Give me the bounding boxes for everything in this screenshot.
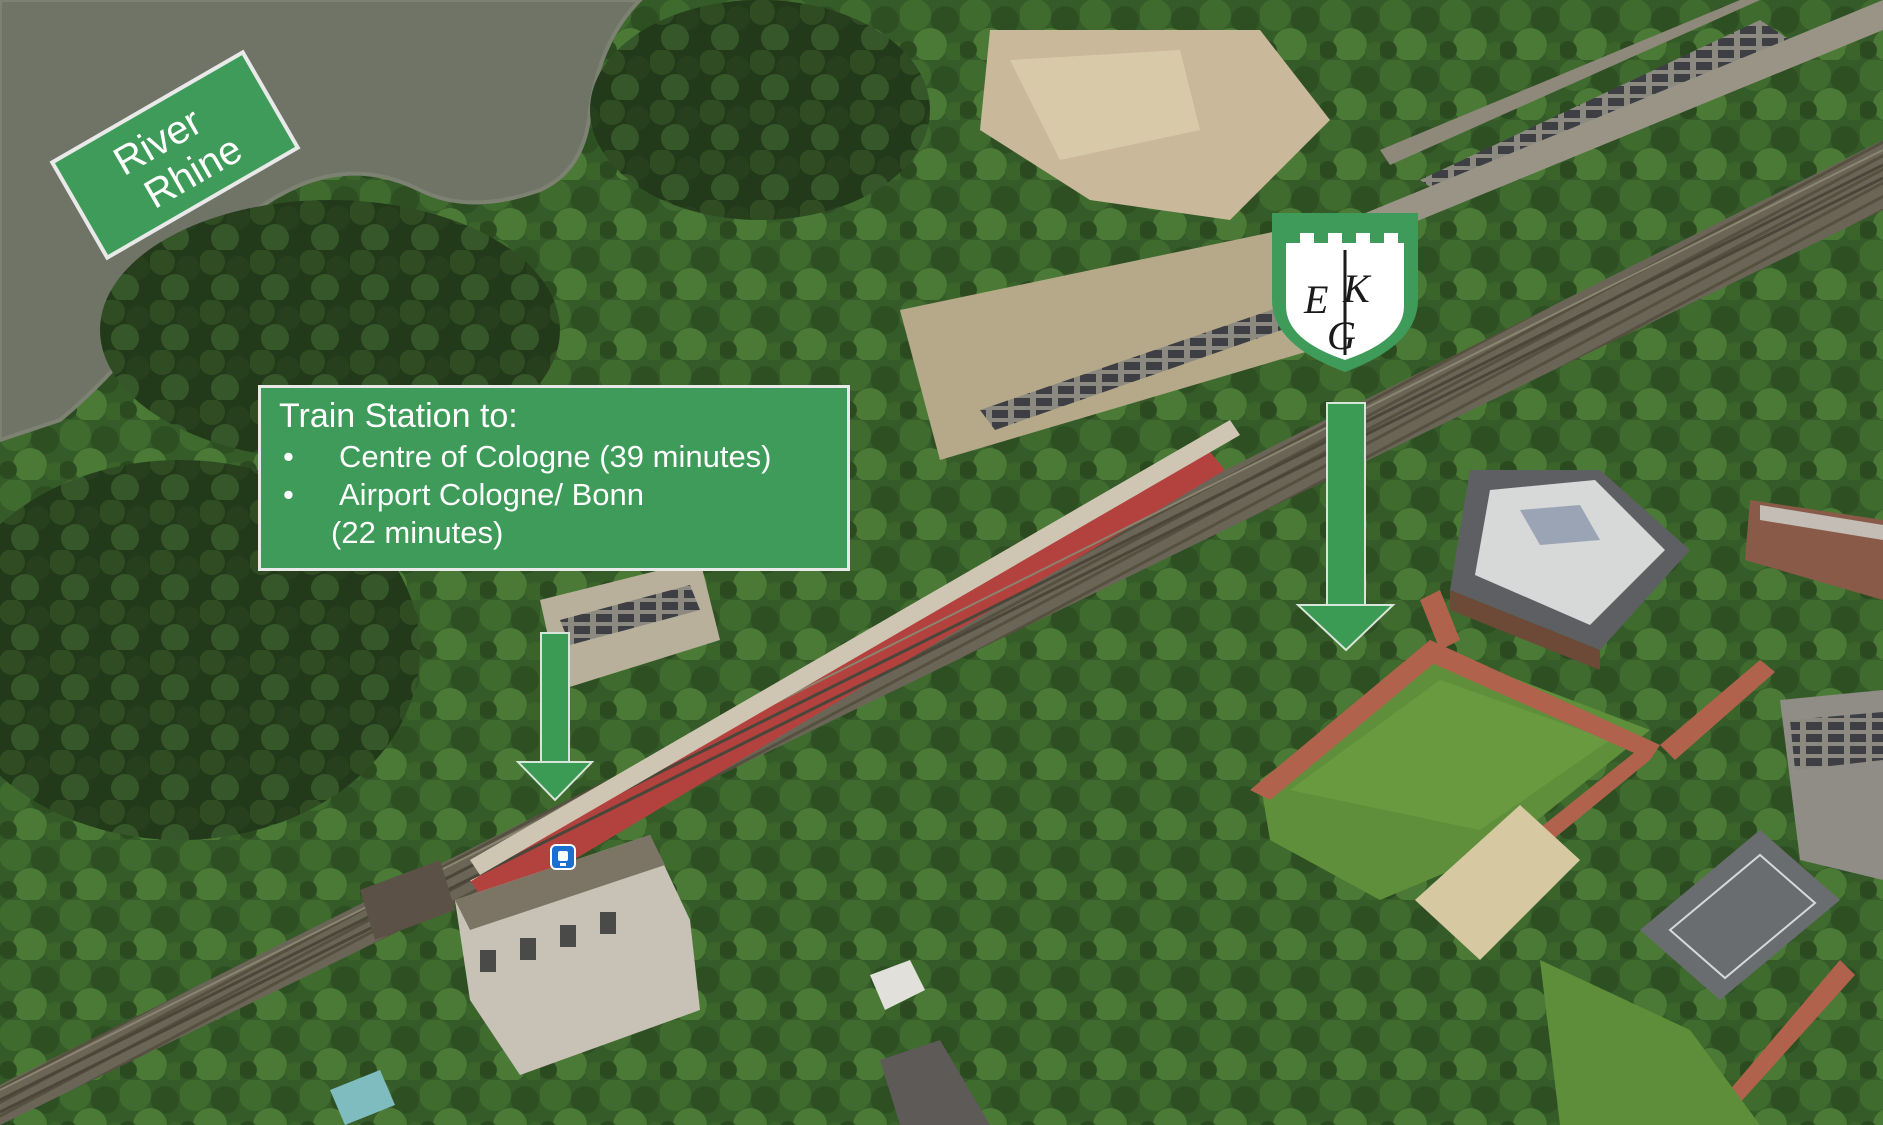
destination-list: • Centre of Cologne (39 minutes) • Airpo…: [279, 438, 829, 514]
arrow-down-icon: [1295, 402, 1396, 652]
airport-travel-time: (22 minutes): [331, 515, 504, 550]
arrow-down-icon: [515, 632, 595, 802]
school-shield-icon: E K G: [1272, 213, 1418, 372]
logo-letter-k: K: [1342, 266, 1372, 311]
destination-airport: Airport Cologne/ Bonn: [339, 477, 645, 512]
destination-cologne-centre: Centre of Cologne (39 minutes): [339, 439, 772, 474]
logo-letter-e: E: [1303, 277, 1328, 322]
bullet: •: [283, 477, 294, 512]
train-station-icon: [550, 844, 576, 870]
station-box-title: Train Station to:: [279, 397, 518, 435]
bullet: •: [283, 439, 294, 474]
train-station-info-box: Train Station to: • Centre of Cologne (3…: [258, 385, 850, 571]
logo-letter-g: G: [1327, 313, 1356, 358]
list-item: • Centre of Cologne (39 minutes): [279, 438, 829, 476]
list-item: • Airport Cologne/ Bonn: [279, 476, 829, 514]
